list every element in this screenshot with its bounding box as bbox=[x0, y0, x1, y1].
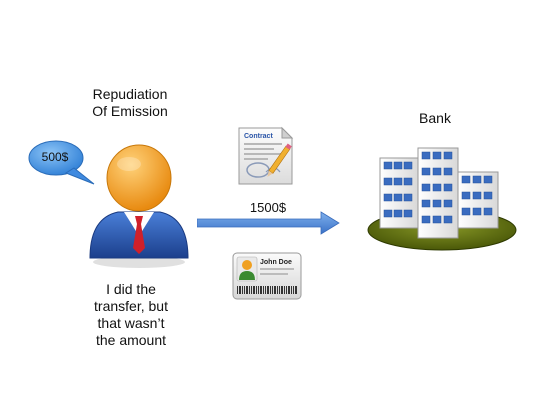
person-quote: I did the transfer, but that wasn’t the … bbox=[76, 281, 186, 349]
transfer-arrow bbox=[197, 211, 341, 235]
transfer-amount: 1500$ bbox=[249, 200, 287, 215]
person-icon bbox=[84, 140, 194, 270]
id-card-name: John Doe bbox=[260, 259, 292, 266]
quote-line-4: the amount bbox=[95, 332, 167, 348]
speech-bubble-text: 500$ bbox=[41, 150, 69, 164]
diagram-title: Repudiation Of Emission bbox=[70, 86, 190, 120]
quote-line-2: transfer, but bbox=[94, 298, 168, 314]
contract-label: Contract bbox=[244, 133, 273, 140]
quote-line-3: that wasn’t bbox=[97, 315, 165, 331]
bank-buildings-icon bbox=[362, 146, 522, 258]
title-line-2: Of Emission bbox=[92, 103, 168, 119]
contract-document-icon: Contract bbox=[236, 126, 300, 188]
id-card-icon: John Doe bbox=[232, 252, 304, 302]
title-line-1: Repudiation bbox=[92, 86, 168, 102]
speech-bubble-shape bbox=[28, 140, 95, 185]
bank-label: Bank bbox=[419, 110, 451, 126]
quote-line-1: I did the bbox=[106, 281, 156, 297]
speech-bubble: 500$ bbox=[28, 140, 95, 185]
